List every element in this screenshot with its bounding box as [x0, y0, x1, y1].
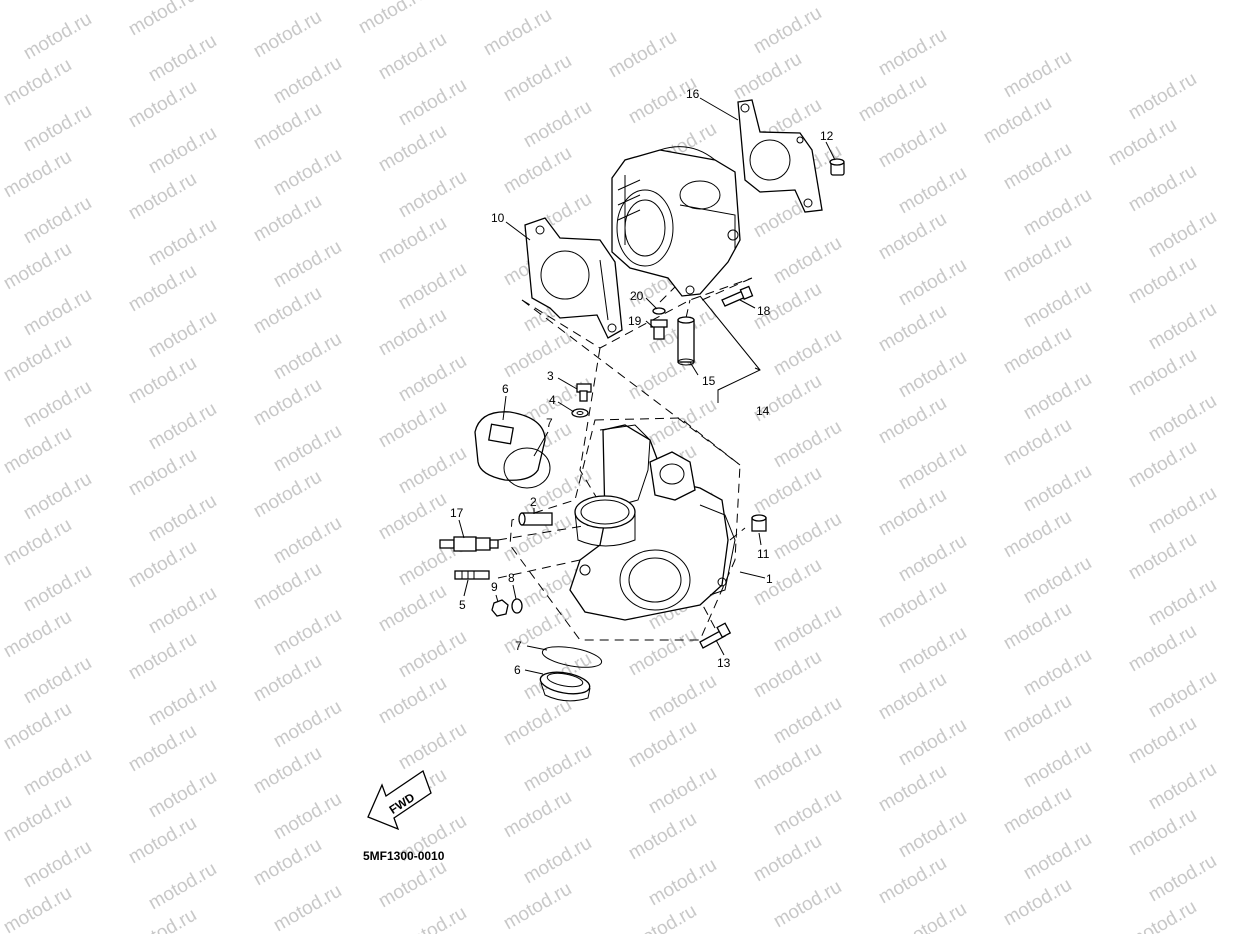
callout-13: 13	[717, 656, 731, 670]
cylinder-block	[611, 146, 741, 297]
callout-20: 20	[630, 289, 644, 303]
diagram-code: 5MF1300-0010	[363, 849, 445, 863]
dowel-pipe-part-15	[677, 316, 695, 366]
callout-17: 17	[450, 506, 464, 520]
nut-part-9	[491, 599, 509, 617]
callout-18: 18	[757, 304, 771, 318]
callout-7-upper: 7	[546, 416, 553, 430]
washer-part-20	[652, 307, 666, 315]
callout-3: 3	[547, 369, 554, 383]
callout-labels: 16 12 10 18 20 19 15 14 3 4 6 7 2 17 5 9…	[450, 87, 834, 677]
washer-part-8	[511, 598, 523, 614]
dowel-part-11	[751, 514, 767, 532]
callout-4: 4	[549, 393, 556, 407]
bolt-part-3	[576, 383, 592, 402]
callout-15: 15	[702, 374, 716, 388]
o-ring-part-7-upper	[503, 447, 551, 489]
cap-part-6-upper	[474, 411, 546, 481]
gasket-top-part-16	[737, 99, 823, 213]
bolt-part-18	[721, 285, 754, 307]
callout-6-upper: 6	[502, 382, 509, 396]
bolt-part-19	[650, 319, 668, 340]
washer-part-4	[571, 408, 589, 418]
callout-6-lower: 6	[514, 663, 521, 677]
bolt-part-13	[699, 622, 732, 649]
dowel-pin-part-12	[829, 158, 845, 176]
callout-16: 16	[686, 87, 700, 101]
o-ring-part-7-lower	[541, 646, 603, 668]
spark-plug-part-17	[439, 536, 499, 552]
leader-lines	[458, 97, 836, 675]
callout-7-lower: 7	[515, 639, 522, 653]
callout-10: 10	[491, 211, 505, 225]
dowel-part-2	[518, 512, 553, 526]
callout-14: 14	[756, 404, 770, 418]
callout-1: 1	[766, 572, 773, 586]
callout-9: 9	[491, 580, 498, 594]
stud-part-5	[454, 570, 490, 580]
cap-part-6-lower	[539, 671, 591, 702]
cylinder-head-part-1	[569, 424, 736, 621]
callout-11: 11	[757, 547, 770, 561]
callout-19: 19	[628, 314, 642, 328]
fwd-arrow-icon: FWD	[367, 769, 432, 831]
gasket-base-part-10	[524, 217, 623, 339]
callout-8: 8	[508, 571, 515, 585]
callout-12: 12	[820, 129, 834, 143]
callout-2: 2	[530, 495, 537, 509]
callout-5: 5	[459, 598, 466, 612]
